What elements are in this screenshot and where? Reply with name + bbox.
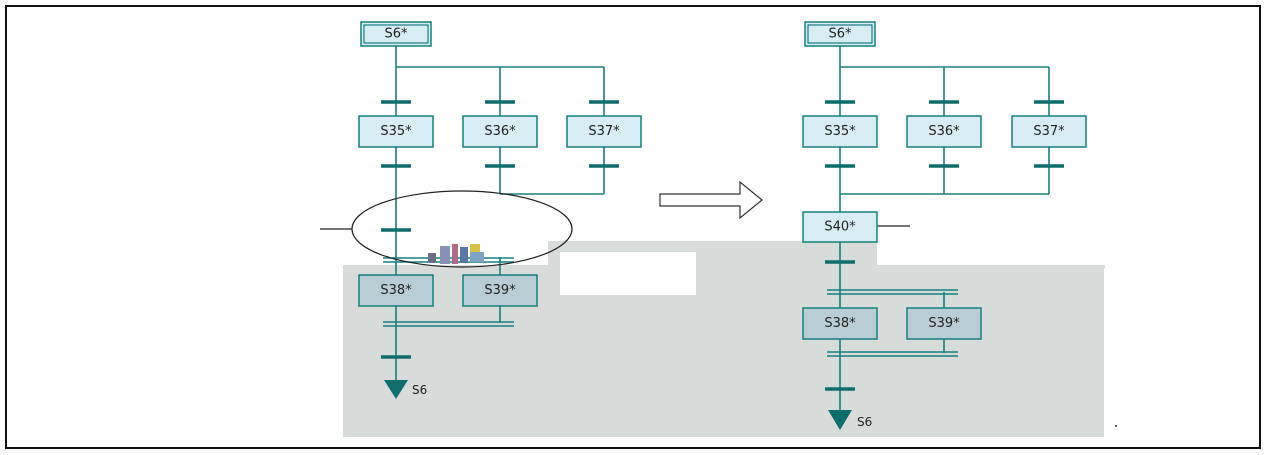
step-s6-initial[interactable]: S6*	[804, 21, 876, 47]
step-s6-initial[interactable]: S6*	[360, 21, 432, 47]
step-s38[interactable]: S38*	[802, 307, 878, 340]
left-diagram: S6* S35* S36* S37* S38* S39* S6	[320, 21, 642, 399]
step-s38[interactable]: S38*	[358, 274, 434, 307]
parallel-divergence	[827, 289, 958, 295]
step-label: S38*	[380, 283, 412, 298]
step-label: S6*	[828, 27, 852, 42]
step-label: S37*	[588, 124, 620, 139]
stray-dot	[1115, 425, 1117, 427]
step-s40[interactable]: S40*	[802, 211, 878, 243]
render-artifact	[428, 244, 484, 264]
jump-arrow-icon	[384, 380, 408, 399]
step-label: S36*	[928, 124, 960, 139]
step-label: S40*	[824, 220, 856, 235]
step-s37[interactable]: S37*	[566, 115, 642, 148]
step-label: S37*	[1033, 124, 1065, 139]
right-arrow-icon	[659, 180, 763, 220]
jump-target-label: S6	[857, 415, 872, 429]
step-s39[interactable]: S39*	[462, 274, 538, 307]
step-label: S35*	[380, 124, 412, 139]
step-label: S35*	[824, 124, 856, 139]
step-label: S38*	[824, 316, 856, 331]
step-label: S39*	[928, 316, 960, 331]
parallel-convergence	[383, 321, 514, 327]
step-s37[interactable]: S37*	[1011, 115, 1087, 148]
step-s39[interactable]: S39*	[906, 307, 982, 340]
step-label: S36*	[484, 124, 516, 139]
step-s36[interactable]: S36*	[906, 115, 982, 148]
step-s35[interactable]: S35*	[802, 115, 878, 148]
step-label: S39*	[484, 283, 516, 298]
right-diagram: S6* S35* S36* S37* S40* S38* S39* S6	[802, 21, 1087, 430]
step-s36[interactable]: S36*	[462, 115, 538, 148]
step-label: S6*	[384, 27, 408, 42]
figure-frame	[5, 5, 1261, 449]
step-s35[interactable]: S35*	[358, 115, 434, 148]
parallel-convergence	[827, 351, 958, 357]
jump-target-label: S6	[412, 383, 427, 397]
background-panels	[343, 241, 1110, 438]
jump-arrow-icon	[828, 410, 852, 430]
